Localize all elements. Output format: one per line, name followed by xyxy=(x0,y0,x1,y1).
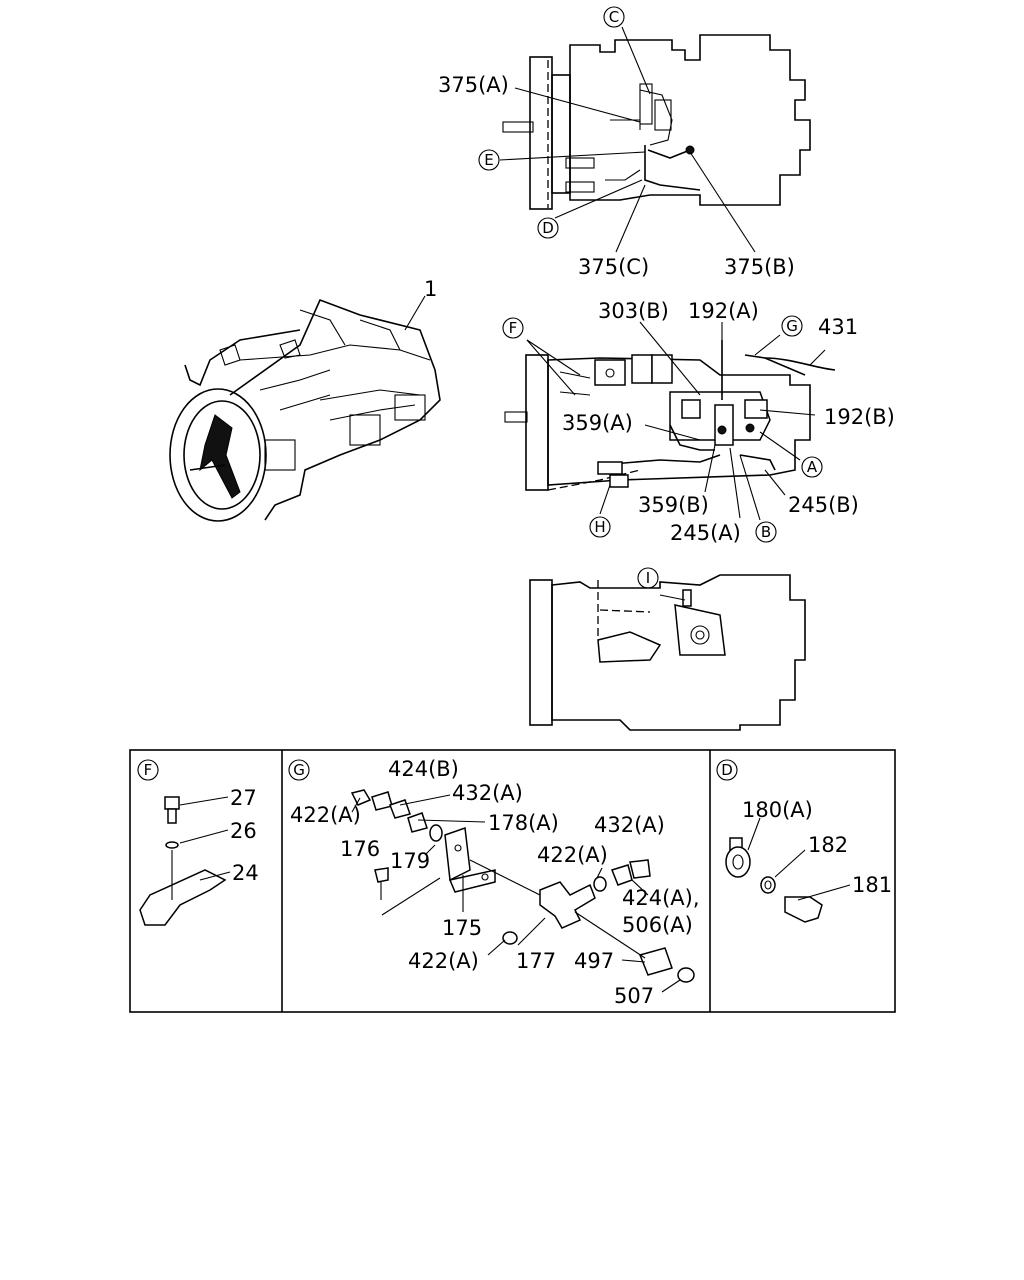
callout-text: C xyxy=(609,8,619,26)
leader-1 xyxy=(404,295,426,331)
callout-text: H xyxy=(594,518,605,536)
panel-f-drawing xyxy=(139,796,231,926)
middle-view-drawing xyxy=(504,340,836,491)
label-359a: 359(A) xyxy=(562,411,633,435)
label-431: 431 xyxy=(818,315,858,339)
label-245b: 245(B) xyxy=(788,493,859,517)
label-27: 27 xyxy=(230,786,257,810)
callout-h-mid: H xyxy=(589,516,611,538)
callout-text: G xyxy=(786,317,798,335)
callout-text: I xyxy=(646,569,650,587)
top-view-drawing xyxy=(502,34,811,210)
callout-i-bot: I xyxy=(637,567,659,589)
label-192a: 192(A) xyxy=(688,299,759,323)
label-432a-1: 432(A) xyxy=(452,781,523,805)
part-labels: 375(A) 375(C) 375(B) 1 303(B) 192(A) 431… xyxy=(230,73,895,1008)
callout-text: B xyxy=(761,523,771,541)
label-507: 507 xyxy=(614,984,654,1008)
callout-f-mid: F xyxy=(502,317,524,339)
label-181: 181 xyxy=(852,873,892,897)
label-182: 182 xyxy=(808,833,848,857)
callout-text: E xyxy=(484,151,493,169)
callout-d-top: D xyxy=(537,217,559,239)
label-179: 179 xyxy=(390,849,430,873)
label-506a: 506(A) xyxy=(622,913,693,937)
label-375c: 375(C) xyxy=(578,255,649,279)
label-303b: 303(B) xyxy=(598,299,669,323)
label-432a-2: 432(A) xyxy=(594,813,665,837)
label-180a: 180(A) xyxy=(742,798,813,822)
label-177: 177 xyxy=(516,949,556,973)
top-view-leaders xyxy=(499,26,756,253)
callout-text: D xyxy=(721,761,733,779)
callout-a-mid: A xyxy=(801,456,823,478)
callout-f-box: F xyxy=(137,759,159,781)
callout-e-top: E xyxy=(478,149,500,171)
bottom-view-drawing xyxy=(529,574,806,731)
label-424b: 424(B) xyxy=(388,757,459,781)
isometric-transmission-drawing xyxy=(169,298,441,522)
middle-view-leaders xyxy=(526,321,826,521)
label-424a: 424(A), xyxy=(622,886,700,910)
callout-text: F xyxy=(144,761,153,779)
label-24: 24 xyxy=(232,861,259,885)
callout-b-mid: B xyxy=(755,521,777,543)
callout-text: D xyxy=(542,219,554,237)
label-422a-1: 422(A) xyxy=(290,803,361,827)
label-1: 1 xyxy=(424,277,437,301)
label-375a: 375(A) xyxy=(438,73,509,97)
label-176: 176 xyxy=(340,837,380,861)
label-245a: 245(A) xyxy=(670,521,741,545)
label-178a: 178(A) xyxy=(488,811,559,835)
callout-text: F xyxy=(509,319,518,337)
label-497: 497 xyxy=(574,949,614,973)
label-359b: 359(B) xyxy=(638,493,709,517)
panel-g-drawing xyxy=(350,789,695,993)
label-192b: 192(B) xyxy=(824,405,895,429)
callout-text: A xyxy=(807,458,818,476)
callout-text: G xyxy=(293,761,305,779)
label-175: 175 xyxy=(442,916,482,940)
callout-g-mid: G xyxy=(781,315,803,337)
label-26: 26 xyxy=(230,819,257,843)
detail-panels xyxy=(129,749,896,1013)
panel-d-drawing xyxy=(725,817,851,923)
label-422a-2: 422(A) xyxy=(537,843,608,867)
label-375b: 375(B) xyxy=(724,255,795,279)
callout-c-top: C xyxy=(603,6,625,28)
callout-g-box: G xyxy=(288,759,310,781)
label-422a-3: 422(A) xyxy=(408,949,479,973)
callout-d-box: D xyxy=(716,759,738,781)
